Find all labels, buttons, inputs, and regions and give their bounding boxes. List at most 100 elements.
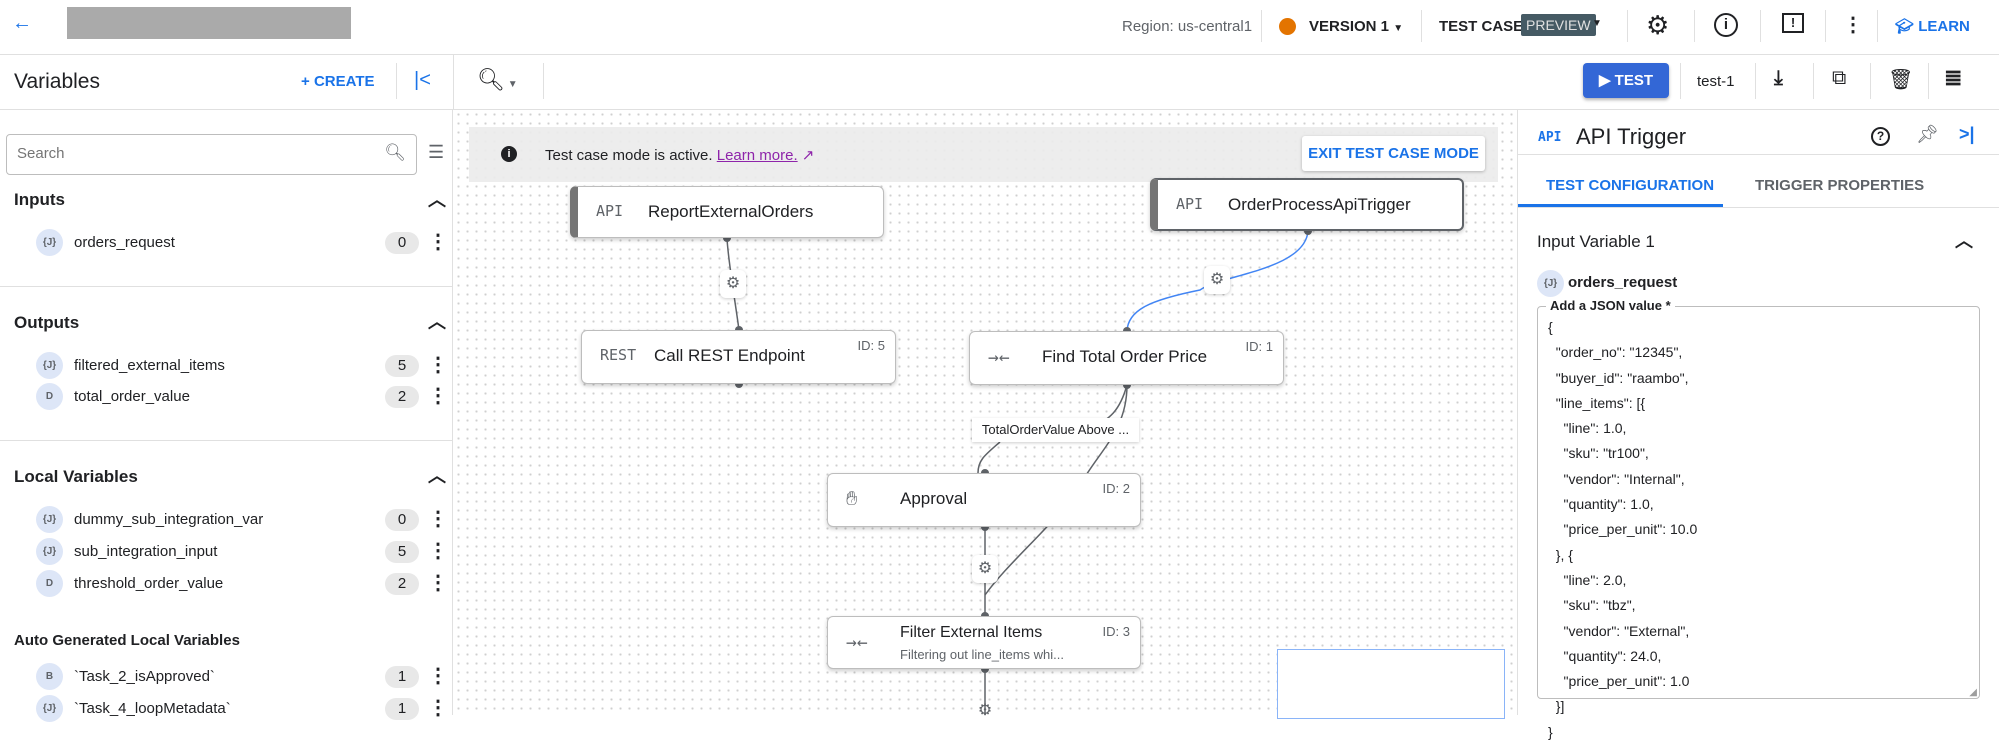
local-variables-section-title: Local Variables [14,467,138,486]
more-vert-icon[interactable]: ⋮ [428,354,448,376]
double-type-icon: D [36,570,63,597]
zoom-icon[interactable]: 🔍︎ ▼ [477,67,518,92]
learn-link[interactable]: 🎓︎ LEARN [1895,18,1970,35]
tab-test-configuration[interactable]: TEST CONFIGURATION [1546,177,1715,194]
json-type-icon: {J} [1537,270,1564,297]
open-external-icon: ↗ [797,147,815,164]
copy-icon[interactable]: ⧉ [1832,67,1847,89]
data-mapping-icon: →← [988,347,1010,368]
trigger-node-order-process-api[interactable]: API OrderProcessApiTrigger [1150,178,1464,231]
sort-filter-icon[interactable]: ☰ [428,142,445,162]
variable-name: total_order_value [74,388,190,405]
exit-test-case-mode-button[interactable]: EXIT TEST CASE MODE [1302,136,1485,171]
boolean-type-icon: B [36,663,63,690]
back-arrow-icon[interactable]: ← [12,12,32,34]
more-vert-icon[interactable]: ⋮ [428,572,448,594]
task-node-find-total-order-price[interactable]: →← Find Total Order Price ID: 1 [969,331,1284,385]
version-status-dot [1279,18,1296,35]
collapse-local-chevron-up-icon[interactable]: ︿ [428,466,446,486]
version-dropdown[interactable]: VERSION 1 ▼ [1309,18,1404,35]
test-button[interactable]: ▶ TEST [1583,63,1669,98]
delete-icon[interactable]: 🗑︎ [1888,69,1914,91]
task-node-approval[interactable]: ✋︎ Approval ID: 2 [827,473,1141,527]
usage-count: 5 [385,541,419,563]
collapse-panel-icon[interactable]: |< [414,69,431,91]
json-value-text: { "order_no": "12345", "buyer_id": "raam… [1548,319,1698,740]
edge-condition-gear-icon[interactable]: ⚙ [720,270,746,298]
rest-icon: REST [600,346,637,364]
hand-icon: ✋︎ [846,486,858,510]
node-id: ID: 2 [1102,481,1130,496]
more-vert-icon[interactable]: ⋮ [428,697,448,719]
help-icon[interactable]: ? [1871,127,1890,146]
create-variable-button[interactable]: + CREATE [301,73,375,90]
school-icon: 🎓︎ [1895,18,1915,35]
learn-more-link[interactable]: Learn more. [716,147,798,164]
tab-trigger-properties[interactable]: TRIGGER PROPERTIES [1755,177,1925,194]
settings-gear-icon[interactable]: ⚙ [1646,10,1670,40]
divider [0,286,453,287]
redacted-title [67,7,351,39]
test-case-name[interactable]: test-1 [1697,73,1735,90]
more-vert-icon[interactable]: ⋮ [428,231,448,253]
task-node-report-external-orders[interactable]: API ReportExternalOrders [570,186,884,238]
task-node-filter-external-items[interactable]: →← Filter External Items Filtering out l… [827,616,1141,669]
input-variable-section-title: Input Variable 1 [1537,232,1655,251]
api-icon: API [1176,195,1204,213]
list-menu-icon[interactable]: ≣ [1944,65,1963,90]
more-vert-icon[interactable]: ⋮ [1843,14,1863,36]
variable-name: `Task_2_isApproved` [74,668,215,685]
more-vert-icon[interactable]: ⋮ [428,540,448,562]
edge-condition-gear-icon[interactable]: ⚙ [972,555,998,583]
collapse-inputs-chevron-up-icon[interactable]: ︿ [428,190,446,210]
search-input[interactable] [17,145,357,162]
node-title: Filter External Items [900,624,1043,641]
banner-text: Test case mode is active. Learn more. ↗ [545,147,815,164]
variable-name: dummy_sub_integration_var [74,511,264,528]
node-id: ID: 3 [1102,624,1130,639]
download-icon[interactable]: ⤓ [1774,67,1783,89]
variable-row[interactable]: {J} sub_integration_input 5 ⋮ [36,538,448,566]
json-type-icon: {J} [36,506,63,533]
node-title: Call REST Endpoint [654,346,805,365]
feedback-icon[interactable]: ! [1782,13,1804,33]
textarea-resize-handle[interactable]: ◢ [1969,687,1977,698]
properties-panel: API API Trigger ? 📌︎ >| TEST CONFIGURATI… [1517,110,1999,740]
node-id: ID: 5 [857,338,885,353]
edge-condition-gear-icon[interactable]: ⚙ [977,702,993,719]
edge-trigger-to-find [1126,230,1309,332]
variable-row[interactable]: B`Task_2_isApproved`1⋮ [36,663,448,691]
more-vert-icon[interactable]: ⋮ [428,665,448,687]
edge-condition-gear-icon[interactable]: ⚙ [1204,266,1230,294]
variable-name: orders_request [74,234,175,251]
usage-count: 2 [385,573,419,595]
test-case-dropdown-icon[interactable]: ▼ [1592,18,1602,29]
more-vert-icon[interactable]: ⋮ [428,385,448,407]
search-field[interactable]: 🔍︎ [6,134,417,175]
close-panel-icon[interactable]: >| [1959,124,1975,144]
minimap[interactable] [1277,649,1505,719]
info-icon[interactable]: i [1714,13,1738,37]
node-title: OrderProcessApiTrigger [1228,195,1411,214]
node-title: ReportExternalOrders [648,202,814,221]
info-icon: i [501,146,517,162]
variable-name: sub_integration_input [74,543,218,560]
more-vert-icon[interactable]: ⋮ [428,508,448,530]
toolbar: Variables + CREATE |< 🔍︎ ▼ ▶ TEST test-1… [0,55,1999,110]
api-icon: API [1538,130,1562,145]
collapse-chevron-up-icon[interactable]: ︿ [1955,231,1973,251]
task-node-call-rest-endpoint[interactable]: REST Call REST Endpoint ID: 5 [581,330,896,384]
json-type-icon: {J} [36,538,63,565]
collapse-outputs-chevron-up-icon[interactable]: ︿ [428,312,446,332]
node-id: ID: 1 [1245,339,1273,354]
pin-icon[interactable]: 📌︎ [1916,124,1939,144]
test-mode-banner: i Test case mode is active. Learn more. … [469,127,1498,182]
divider [0,440,453,441]
edge-condition-label[interactable]: TotalOrderValue Above ... [972,418,1139,442]
json-value-textarea[interactable]: Add a JSON value * { "order_no": "12345"… [1537,298,1980,740]
